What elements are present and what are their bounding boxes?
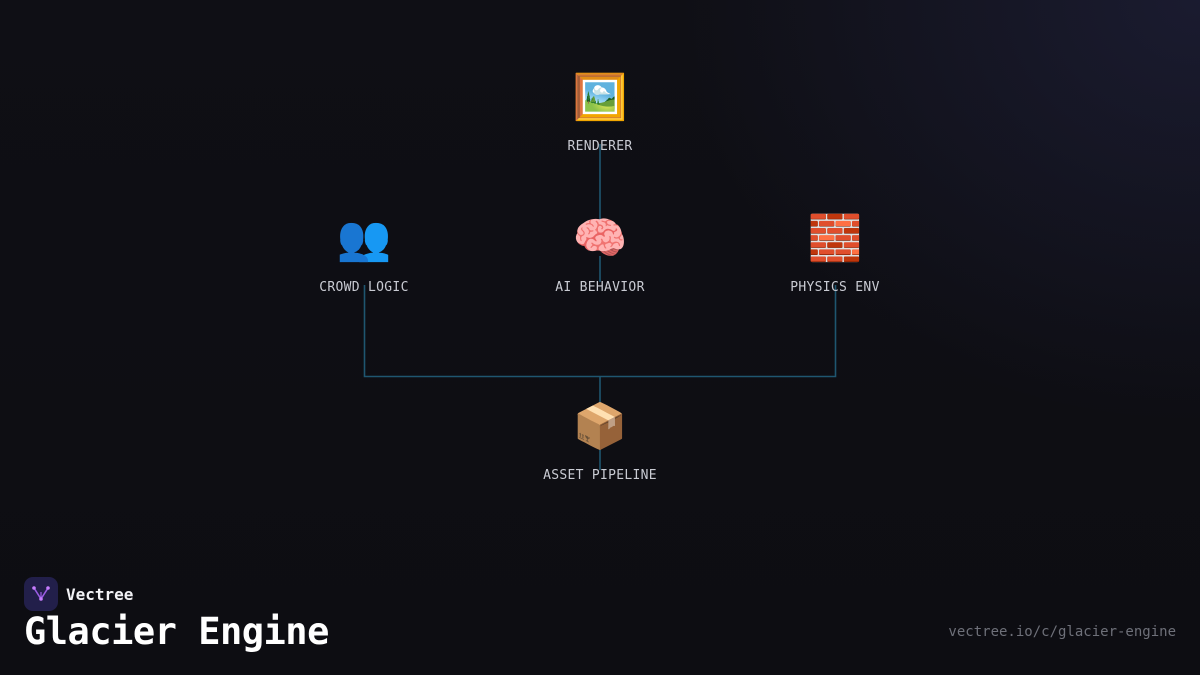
brand-name: Vectree (66, 584, 134, 604)
brain-icon: 🧠 (572, 213, 628, 264)
brick-icon: 🧱 (807, 213, 863, 264)
people-icon: 👥 (336, 213, 392, 264)
vectree-logo-icon (24, 577, 58, 611)
node-label-renderer: RENDERER (567, 139, 633, 154)
node-physics-env[interactable]: 🧱 PHYSICS ENV (735, 211, 935, 311)
node-renderer[interactable]: 🖼️ RENDERER (500, 70, 700, 170)
edge-physics-env-to-asset-pipeline (600, 285, 837, 378)
brand[interactable]: Vectree (24, 577, 133, 611)
node-label-physics-env: PHYSICS ENV (790, 280, 880, 295)
project-title: Glacier Engine (24, 610, 329, 653)
package-icon: 📦 (572, 401, 628, 452)
edge-crowd-logic-to-asset-pipeline (363, 285, 600, 378)
framed-picture-icon: 🖼️ (572, 72, 628, 123)
node-ai-behavior[interactable]: 🧠 AI BEHAVIOR (500, 211, 700, 311)
node-asset-pipeline[interactable]: 📦 ASSET PIPELINE (500, 399, 700, 499)
node-crowd-logic[interactable]: 👥 CROWD LOGIC (264, 211, 464, 311)
node-label-asset-pipeline: ASSET PIPELINE (543, 468, 657, 483)
node-label-ai-behavior: AI BEHAVIOR (555, 280, 645, 295)
project-url-link[interactable]: vectree.io/c/glacier-engine (948, 624, 1176, 640)
node-label-crowd-logic: CROWD LOGIC (319, 280, 409, 295)
